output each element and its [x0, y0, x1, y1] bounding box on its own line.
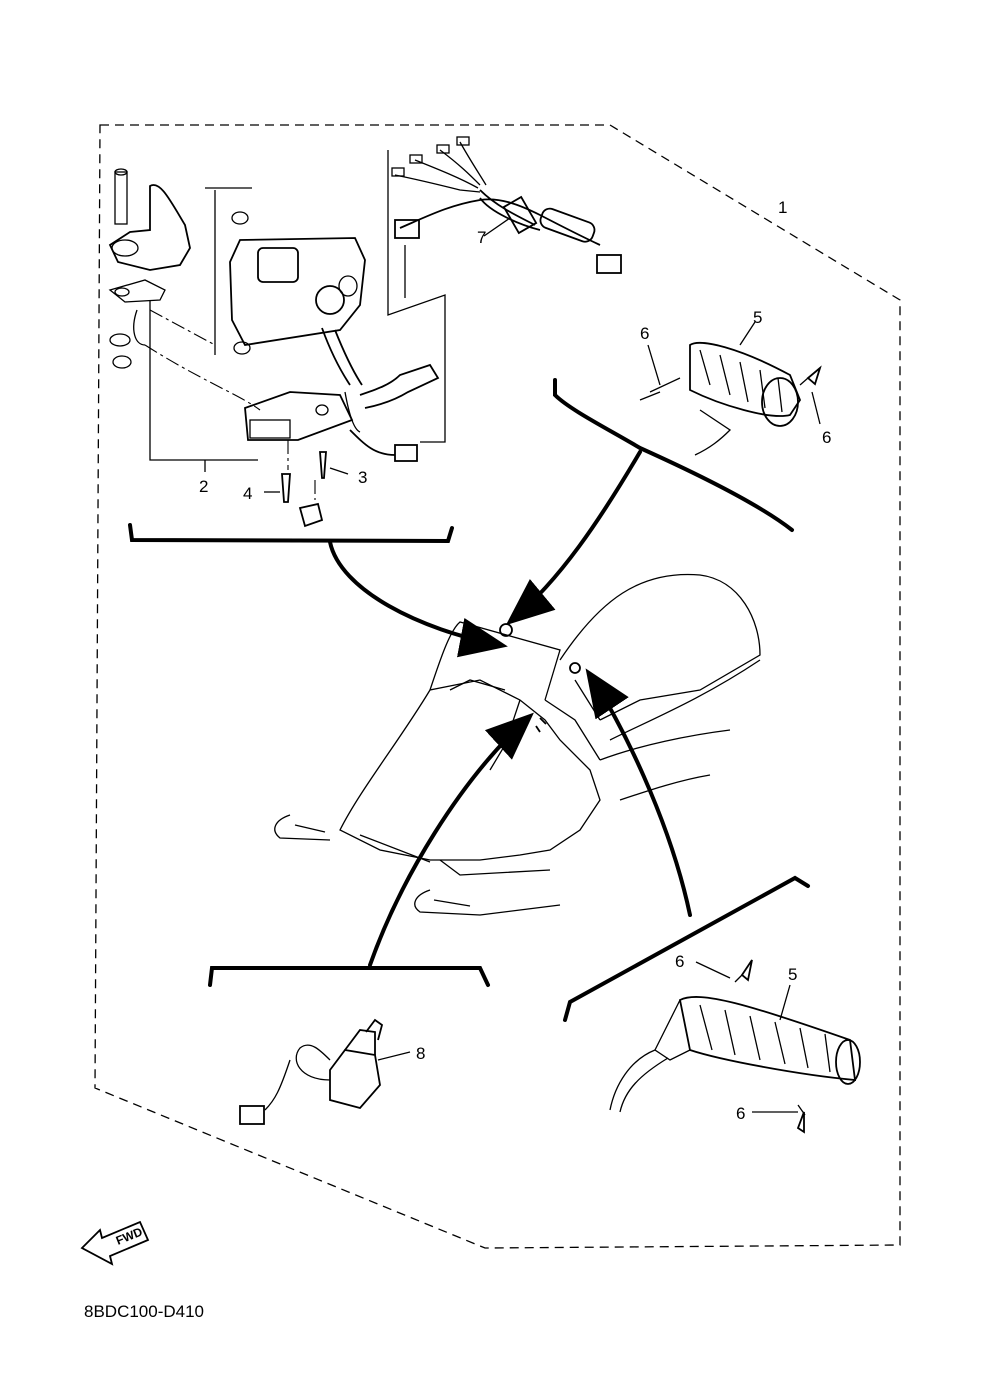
callout-7: 7 [477, 228, 486, 247]
snowmobile-seat [559, 573, 761, 721]
callout-4: 4 [243, 484, 252, 503]
switch-group [208, 966, 490, 1125]
connector-arrows [328, 450, 692, 967]
base-plate [244, 391, 354, 441]
switch-body [329, 1049, 381, 1110]
ski-left [274, 814, 331, 841]
grip-top [689, 341, 802, 417]
cap [298, 502, 324, 528]
callout-8: 8 [416, 1044, 425, 1063]
callout-6c: 6 [675, 952, 684, 971]
callout-5a: 5 [753, 308, 762, 327]
screw-4 [281, 473, 291, 503]
grip-heater-top-group [553, 321, 822, 532]
callout-6d: 6 [736, 1104, 745, 1123]
wiring-harness-group [391, 136, 622, 274]
screw-3 [319, 451, 327, 479]
callout-5b: 5 [788, 965, 797, 984]
grip-bottom [678, 996, 857, 1081]
snowmobile [274, 573, 761, 916]
grip-heater-bottom-group [563, 875, 861, 1134]
callout-6a: 6 [640, 324, 649, 343]
throttle-housing [229, 237, 366, 346]
throttle-housing-group [108, 150, 454, 544]
callout-1: 1 [778, 198, 787, 217]
wire-harness [399, 198, 601, 246]
ski-right [414, 889, 561, 916]
callout-6b: 6 [822, 428, 831, 447]
lever-bracket [108, 184, 191, 271]
switch-connector [239, 1105, 265, 1125]
kit-boundary-dashed [94, 124, 901, 1249]
reference-code: 8BDC100-D410 [84, 1302, 205, 1321]
bolt [114, 171, 128, 225]
fwd-arrow-icon: FWD [80, 1220, 150, 1266]
callout-3: 3 [358, 468, 367, 487]
callout-2: 2 [199, 477, 208, 496]
